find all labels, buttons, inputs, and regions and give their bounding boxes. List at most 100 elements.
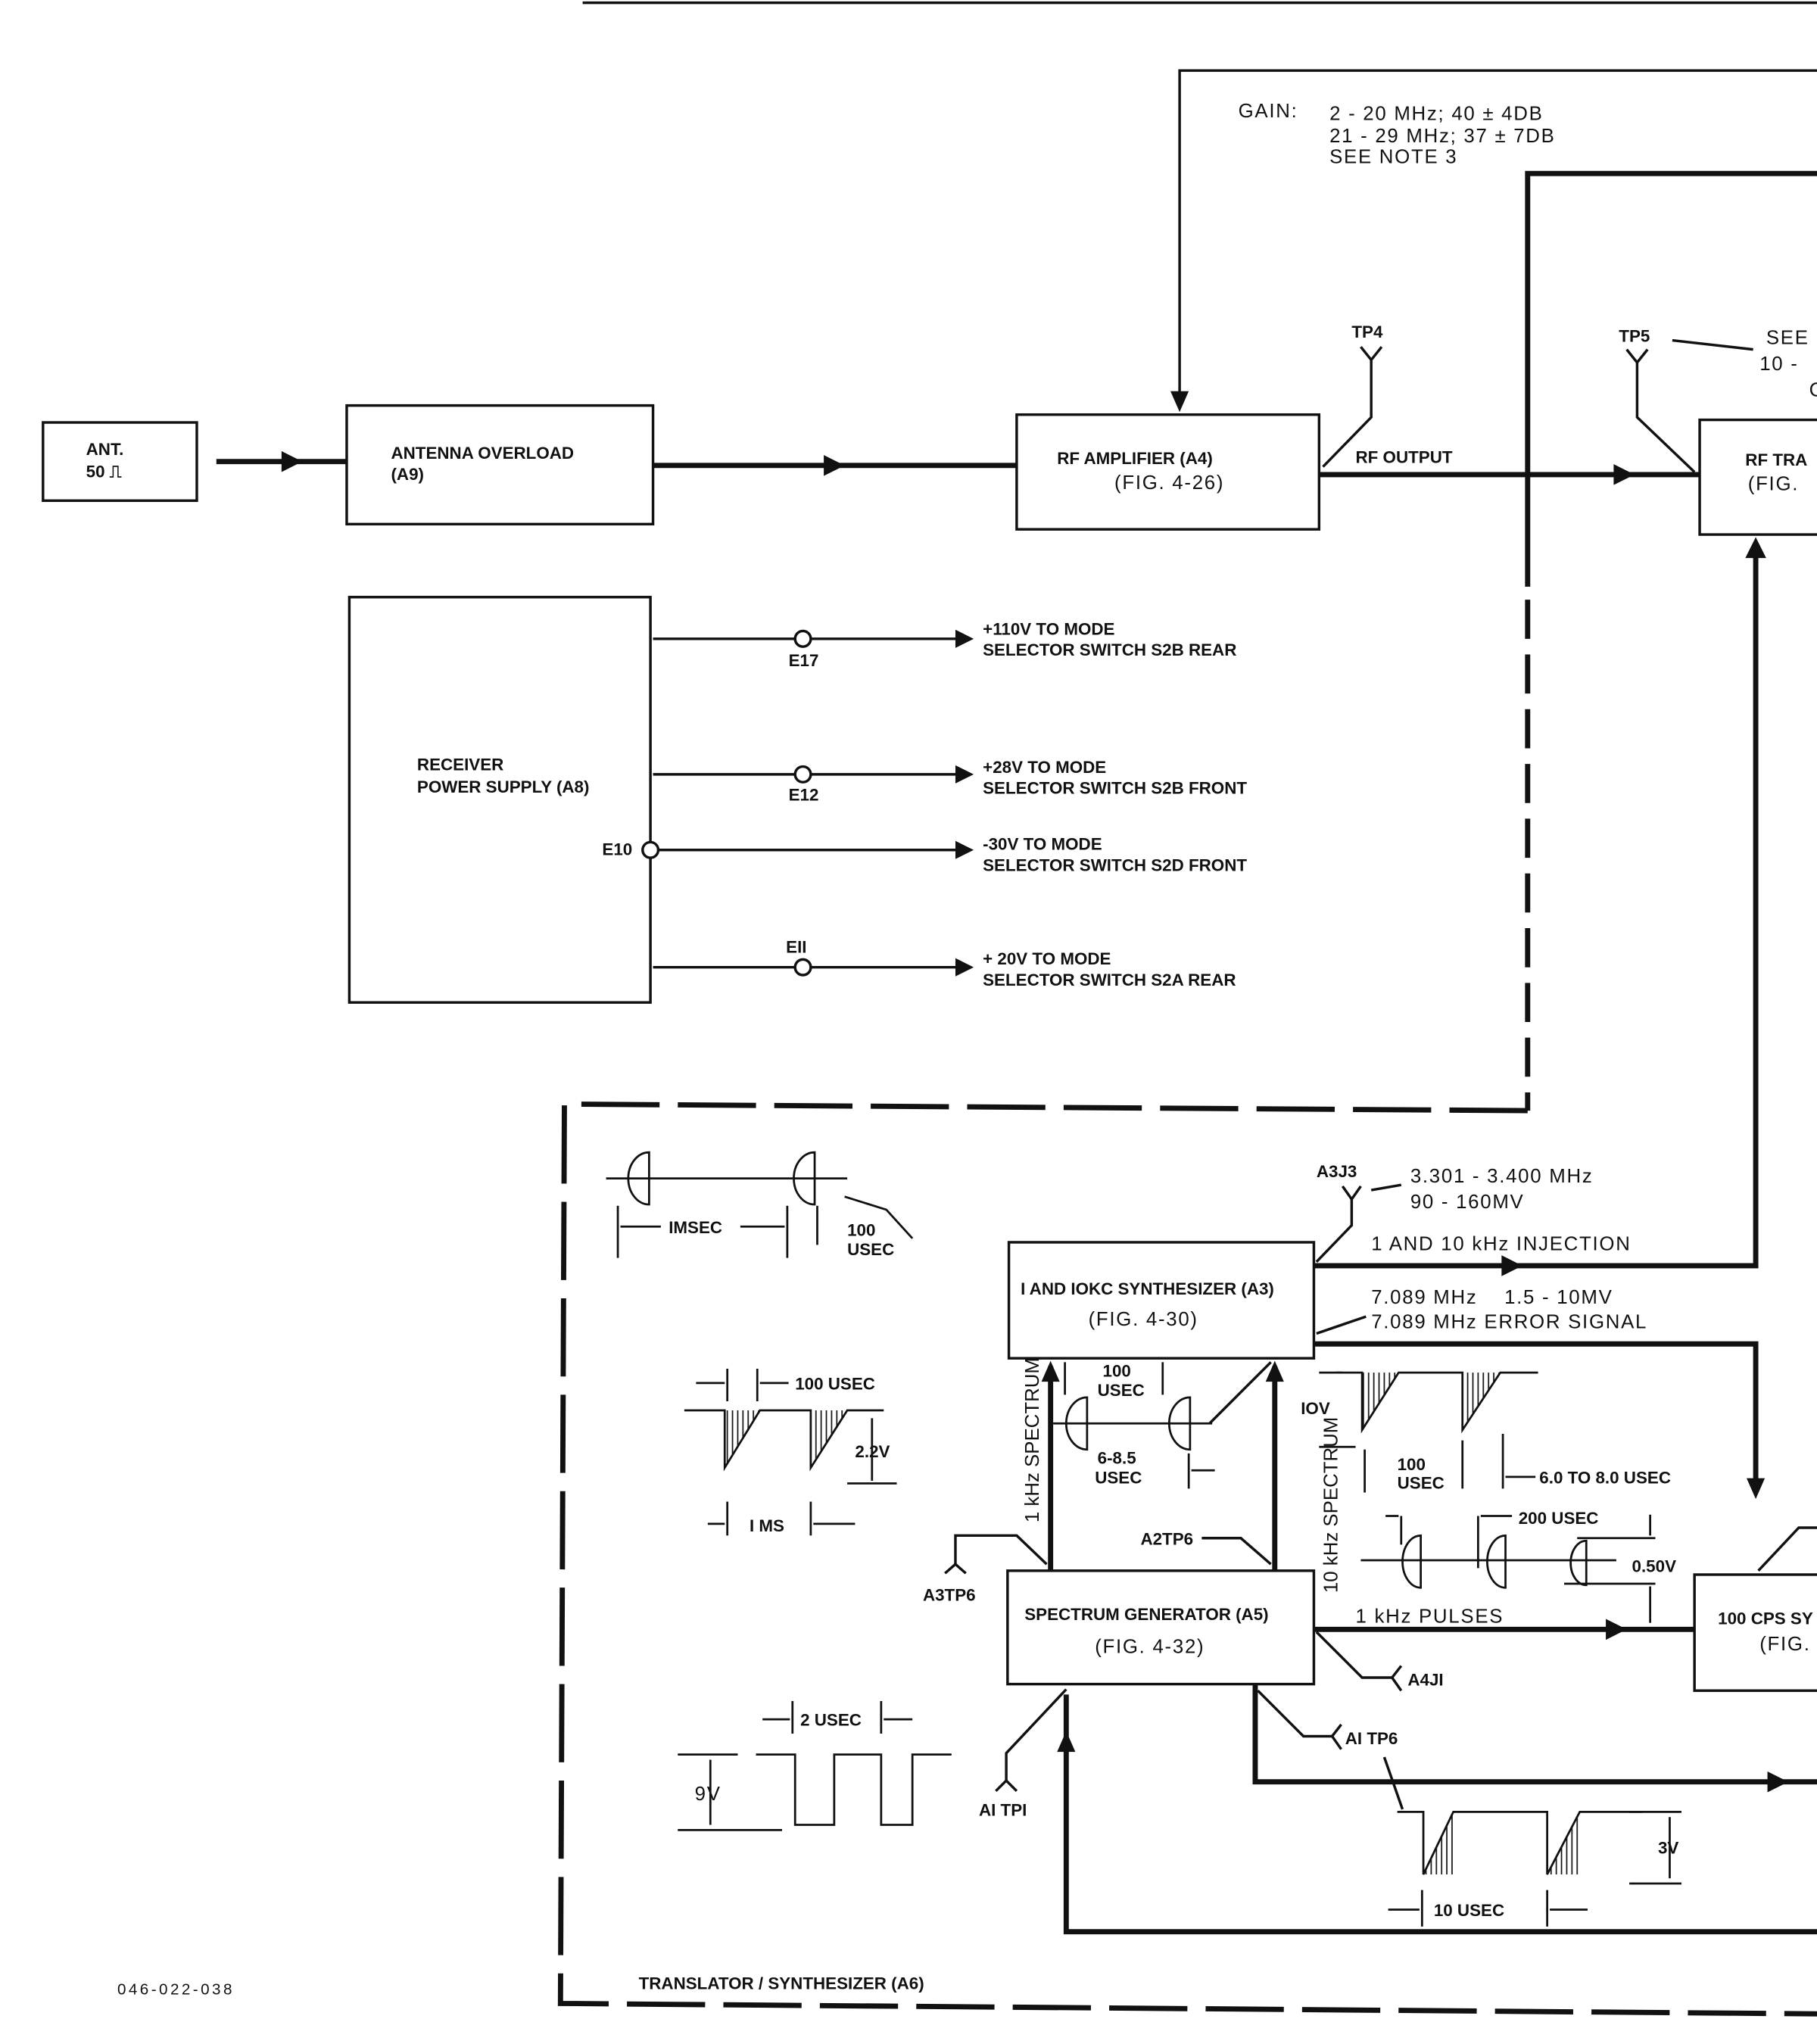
injection-line xyxy=(1314,547,1759,1269)
svg-text:IMSEC: IMSEC xyxy=(669,1218,722,1237)
svg-text:AI TPI: AI TPI xyxy=(979,1800,1027,1819)
svg-text:E12: E12 xyxy=(789,785,819,804)
antenna-overload-label: ANTENNA OVERLOAD xyxy=(391,444,574,463)
tp5-note-2: 10 - xyxy=(1759,354,1798,375)
error-signal-level: 7.089 MHz 1.5 - 10MV xyxy=(1371,1287,1613,1308)
a2tp6-test-point: A2TP6 xyxy=(1140,1529,1272,1566)
svg-text:USEC: USEC xyxy=(1095,1468,1142,1487)
test-point-icon xyxy=(1360,346,1383,363)
output-line-lower xyxy=(1252,1684,1817,1785)
rf-output-label: RF OUTPUT xyxy=(1356,447,1453,466)
svg-text:USEC: USEC xyxy=(1398,1473,1445,1492)
arrow-icon xyxy=(1613,464,1635,485)
arrow-icon xyxy=(281,450,303,472)
translator-group-label: TRANSLATOR / SYNTHESIZER (A6) xyxy=(639,1974,924,1993)
spectrum-generator-block[interactable]: SPECTRUM GENERATOR (A5) (FIG. 4-32) xyxy=(1006,1569,1316,1686)
cps-synth-label: 100 CPS SY xyxy=(1718,1609,1813,1628)
a3j3-level: 90 - 160MV xyxy=(1410,1192,1525,1213)
power-output-e11: EII + 20V TO MODE SELECTOR SWITCH S2A RE… xyxy=(653,938,1236,989)
a3j3-label: A3J3 xyxy=(1317,1162,1357,1181)
a3tp6-test-point: A3TP6 xyxy=(923,1534,1048,1604)
rf-translator-block[interactable]: RF TRA (FIG. xyxy=(1698,418,1817,536)
tp5-label: TP5 xyxy=(1619,326,1650,345)
tp4-label: TP4 xyxy=(1351,322,1383,341)
antenna-impedance: 50 ⎍ xyxy=(86,462,122,481)
rf-translator-label: RF TRA xyxy=(1745,450,1807,469)
power-supply-label-2: POWER SUPPLY (A8) xyxy=(417,777,590,796)
svg-text:E10: E10 xyxy=(602,840,632,859)
power-supply-label-1: RECEIVER xyxy=(417,756,503,774)
a4j1-test-point: A4JI xyxy=(1315,1631,1444,1692)
svg-text:6.0 TO 8.0 USEC: 6.0 TO 8.0 USEC xyxy=(1539,1468,1671,1487)
svg-text:2.2V: 2.2V xyxy=(855,1442,890,1461)
rf-translator-fig: (FIG. xyxy=(1748,474,1799,495)
waveform-1ms-pulses: IMSEC 100 USEC xyxy=(606,1151,914,1259)
svg-text:I MS: I MS xyxy=(750,1516,784,1535)
waveform-1k-spectrum: 100 USEC 6-8.5 USEC xyxy=(1053,1361,1215,1489)
svg-text:A4JI: A4JI xyxy=(1407,1670,1443,1689)
svg-text:AI TP6: AI TP6 xyxy=(1345,1729,1398,1748)
svg-text:200 USEC: 200 USEC xyxy=(1519,1509,1599,1528)
svg-text:-30V TO MODE: -30V TO MODE xyxy=(983,835,1102,854)
svg-text:2 USEC: 2 USEC xyxy=(800,1711,862,1730)
antenna-overload-ref: (A9) xyxy=(391,465,424,484)
svg-text:A3TP6: A3TP6 xyxy=(923,1585,976,1604)
power-output-e12: E12 +28V TO MODE SELECTOR SWITCH S2B FRO… xyxy=(653,758,1247,804)
gain-note: SEE NOTE 3 xyxy=(1329,146,1457,167)
cps-synth-fig: (FIG. xyxy=(1759,1634,1810,1655)
antenna-overload-block[interactable]: ANTENNA OVERLOAD (A9) xyxy=(345,404,655,526)
arrow-icon xyxy=(824,455,845,476)
arrow-icon xyxy=(1745,537,1766,559)
svg-text:+110V TO MODE: +110V TO MODE xyxy=(983,620,1114,639)
power-output-e10: E10 -30V TO MODE SELECTOR SWITCH S2D FRO… xyxy=(602,835,1247,875)
gain-control-line xyxy=(1178,69,1817,398)
a3j3-frequency: 3.301 - 3.400 MHz xyxy=(1410,1166,1594,1187)
power-output-e17: E17 +110V TO MODE SELECTOR SWITCH S2B RE… xyxy=(653,620,1236,670)
spectrum-generator-label: SPECTRUM GENERATOR (A5) xyxy=(1024,1605,1268,1624)
antenna-block[interactable]: ANT. 50 ⎍ xyxy=(42,421,198,503)
spectrum-1k-label: 1 kHz SPECTRUM xyxy=(1022,1357,1043,1522)
translator-group-boundary xyxy=(557,1101,1817,2017)
svg-text:6-8.5: 6-8.5 xyxy=(1098,1449,1136,1468)
test-point-icon xyxy=(1625,348,1649,365)
arrow-icon xyxy=(1170,391,1189,413)
svg-text:SELECTOR SWITCH S2B FRONT: SELECTOR SWITCH S2B FRONT xyxy=(983,779,1247,798)
gain-spec-1: 2 - 20 MHz; 40 ± 4DB xyxy=(1329,104,1543,125)
synthesizer-block[interactable]: I AND IOKC SYNTHESIZER (A3) (FIG. 4-30) xyxy=(1007,1241,1316,1360)
synthesizer-label: I AND IOKC SYNTHESIZER (A3) xyxy=(1021,1279,1274,1298)
test-point-icon xyxy=(1341,1185,1362,1202)
waveform-10usec: 3V 10 USEC xyxy=(1388,1810,1681,1927)
svg-text:USEC: USEC xyxy=(1098,1381,1145,1400)
figure-number: 046-022-038 xyxy=(117,1980,235,1998)
synthesizer-fig: (FIG. 4-30) xyxy=(1089,1309,1198,1330)
svg-text:SELECTOR SWITCH S2D FRONT: SELECTOR SWITCH S2D FRONT xyxy=(983,855,1247,874)
waveform-1k-pulses: 200 USEC 0.50V xyxy=(1360,1509,1676,1623)
svg-text:EII: EII xyxy=(786,938,806,957)
feedback-line-bottom xyxy=(1063,1694,1817,1935)
cps-synthesizer-block[interactable]: 100 CPS SY (FIG. xyxy=(1693,1573,1817,1692)
svg-text:100: 100 xyxy=(1398,1455,1426,1474)
waveform-10k-spectrum: IOV 100 USEC 6.0 TO 8.0 USEC xyxy=(1301,1371,1671,1493)
svg-text:IOV: IOV xyxy=(1301,1399,1330,1418)
power-supply-block[interactable]: RECEIVER POWER SUPPLY (A8) xyxy=(348,596,652,1004)
svg-text:100 USEC: 100 USEC xyxy=(795,1375,875,1394)
gain-spec-2: 21 - 29 MHz; 37 ± 7DB xyxy=(1329,126,1556,147)
svg-text:100: 100 xyxy=(1103,1361,1131,1380)
waveform-spectrum-2v: 100 USEC 2.2V I MS xyxy=(684,1368,897,1536)
svg-text:0.50V: 0.50V xyxy=(1632,1557,1677,1576)
injection-label: 1 AND 10 kHz INJECTION xyxy=(1371,1233,1631,1254)
spectrum-10k-label: 10 kHz SPECTRUM xyxy=(1320,1417,1342,1593)
svg-text:100: 100 xyxy=(847,1220,875,1239)
a1tp1-test-point: AI TPI xyxy=(979,1688,1067,1819)
pulses-1k-label: 1 kHz PULSES xyxy=(1356,1606,1504,1628)
tp5-note-1: SEE xyxy=(1766,328,1809,349)
svg-text:+28V TO MODE: +28V TO MODE xyxy=(983,758,1106,777)
svg-text:9V: 9V xyxy=(695,1784,722,1805)
svg-text:USEC: USEC xyxy=(847,1240,894,1259)
rf-amplifier-block[interactable]: RF AMPLIFIER (A4) (FIG. 4-26) xyxy=(1015,413,1321,531)
oscillator-feed-line xyxy=(1525,170,1817,587)
svg-text:E17: E17 xyxy=(789,651,819,670)
a1tp6-test-point: AI TP6 xyxy=(1257,1689,1404,1810)
error-signal-line xyxy=(1314,1341,1759,1486)
